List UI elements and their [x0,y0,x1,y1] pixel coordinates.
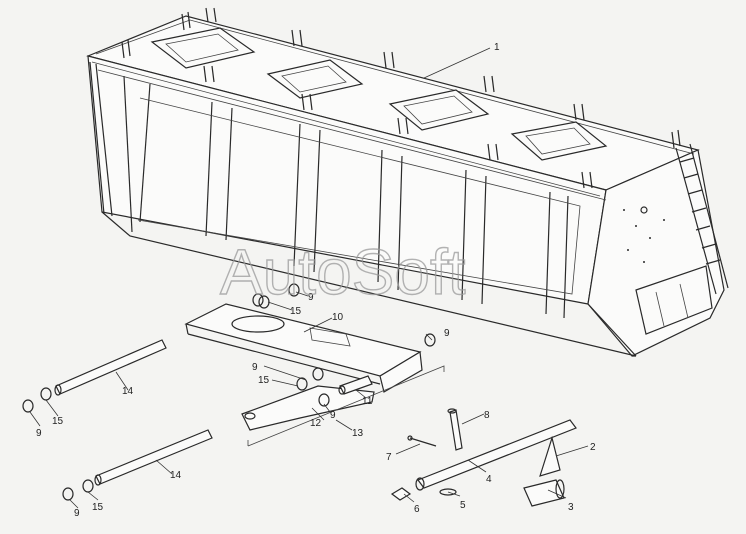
bushings [22,283,436,501]
group-13-outline [247,365,445,447]
callout-13: 13 [352,428,364,439]
sleeve-part-3 [523,479,565,507]
callout-11: 11 [362,396,373,407]
callout-14-a: 14 [122,386,134,397]
callout-10: 10 [332,312,344,323]
callout-5: 5 [460,500,466,511]
callout-12: 12 [310,418,322,429]
callout-labels: 1 2 3 4 5 6 7 8 9 9 9 9 9 9 10 11 12 13 … [36,42,596,519]
callout-9-a: 9 [308,292,314,303]
callout-15-d: 15 [92,502,104,513]
callout-15-b: 15 [258,375,270,386]
body-top-hatches [150,27,608,161]
plate-part-2 [539,435,561,477]
body-rear-rivets [623,209,665,263]
body-rear-bracket [635,265,713,335]
washer-part-5 [439,488,457,496]
callout-7: 7 [386,452,392,463]
shaft-part-14-upper [54,339,167,396]
shaft-part-14-lower [94,429,213,486]
callout-1: 1 [494,42,500,53]
body-ladder [675,143,729,295]
pin-part-11 [338,375,373,395]
callout-9-b: 9 [444,328,450,339]
frame-part-10 [184,303,423,393]
callout-2: 2 [590,442,596,453]
callout-9-f: 9 [74,508,80,519]
axle-part-4 [415,419,577,491]
callout-4: 4 [486,474,492,485]
pin-part-8 [447,408,463,451]
cotter-part-7 [407,435,437,447]
body-bottom-rail [101,211,637,357]
nut-part-6 [390,487,412,501]
body-side-posts [89,61,569,319]
callout-3: 3 [568,502,574,513]
leader-lines [29,47,589,509]
body-lifting-lugs [121,7,681,189]
callout-8: 8 [484,410,490,421]
dump-body [86,7,729,357]
callout-9-d: 9 [330,410,336,421]
callout-15-c: 15 [52,416,64,427]
callout-14-b: 14 [170,470,182,481]
callout-9-c: 9 [252,362,258,373]
watermark: AutoSoft [220,236,466,308]
callout-9-e: 9 [36,428,42,439]
callout-6: 6 [414,504,420,515]
bracket-part-12 [241,385,375,431]
callout-15-a: 15 [290,306,302,317]
